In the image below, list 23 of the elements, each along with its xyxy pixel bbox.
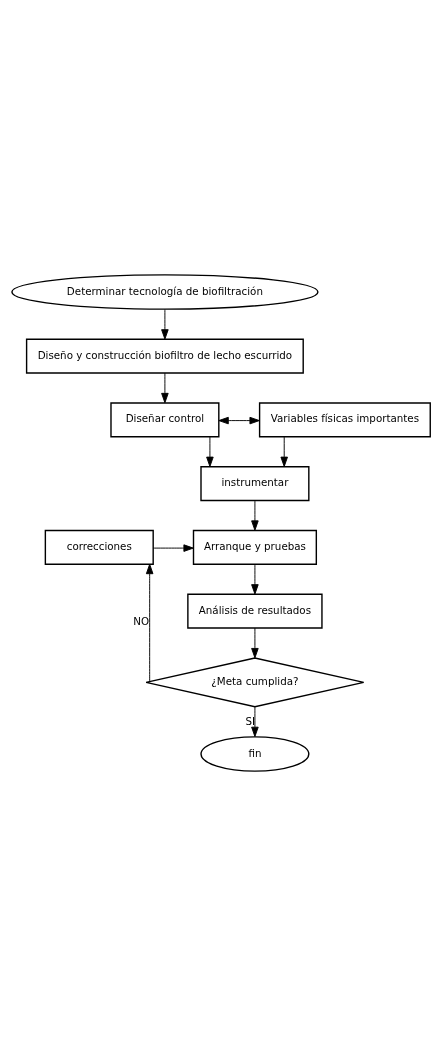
node-box: instrumentar bbox=[200, 466, 310, 502]
arrow bbox=[206, 436, 214, 467]
edge-label: NO bbox=[133, 614, 150, 627]
arrow bbox=[251, 706, 259, 737]
arrow bbox=[218, 416, 260, 425]
arrow bbox=[145, 563, 154, 682]
arrow bbox=[152, 544, 194, 552]
arrow bbox=[251, 564, 259, 595]
node-box: Variables físicas importantes bbox=[258, 402, 431, 438]
node-ellipse: Determinar tecnología de biofiltración bbox=[11, 274, 319, 310]
arrow bbox=[161, 309, 169, 340]
node-box: Análisis de resultados bbox=[187, 593, 323, 629]
arrow bbox=[251, 500, 259, 531]
node-box: Arranque y pruebas bbox=[192, 529, 318, 565]
edge-label: SI bbox=[245, 715, 256, 728]
node-box: Diseño y construcción biofiltro de lecho escurrido bbox=[25, 338, 304, 374]
arrow bbox=[251, 627, 259, 659]
arrow bbox=[161, 372, 169, 404]
node-box: Diseñar control bbox=[110, 402, 220, 438]
node-box: correcciones bbox=[44, 529, 154, 565]
arrow bbox=[280, 436, 288, 467]
node-diamond: ¿Meta cumplida? bbox=[145, 657, 365, 708]
node-ellipse: fin bbox=[200, 736, 310, 772]
